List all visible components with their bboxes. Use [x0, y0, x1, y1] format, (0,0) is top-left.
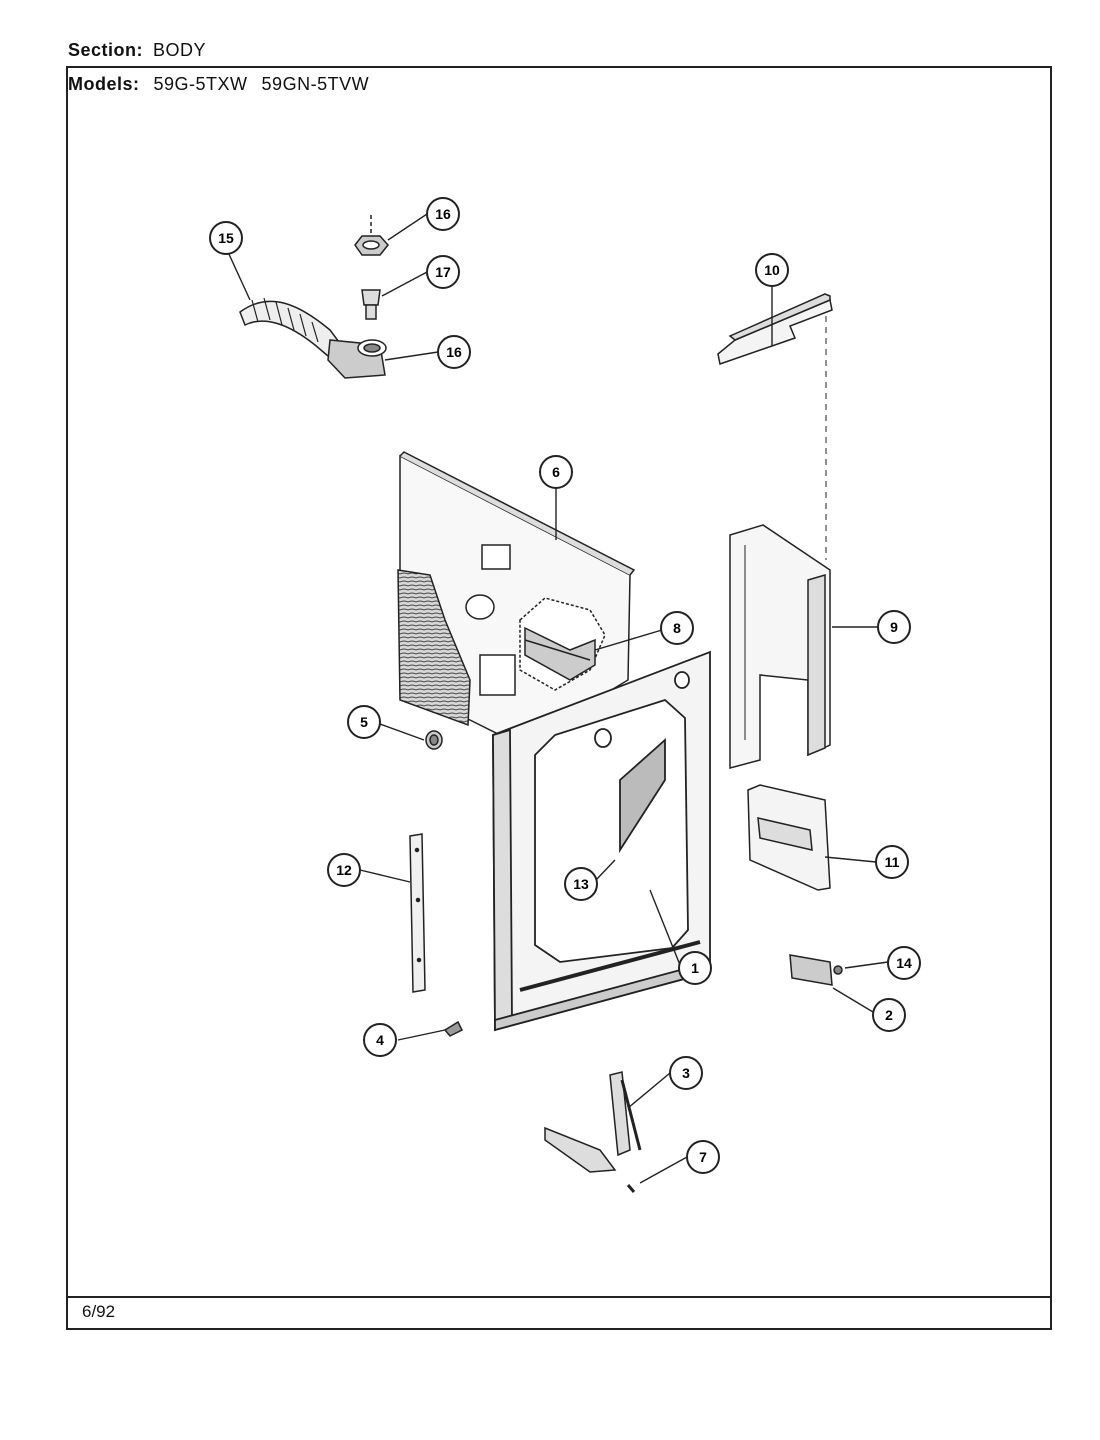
callout-number: 16	[446, 344, 462, 360]
revision-date: 6/92	[82, 1302, 116, 1321]
callout-number: 5	[360, 714, 368, 730]
callout: 15	[209, 221, 243, 255]
side-channel	[729, 524, 831, 769]
footer-divider	[66, 1296, 1052, 1298]
hose-nut-top	[354, 215, 389, 256]
callout: 16	[437, 335, 471, 369]
hinge-arm	[544, 1071, 642, 1193]
callout-number: 1	[691, 960, 699, 976]
panel-bracket	[524, 626, 596, 681]
callout: 4	[363, 1023, 397, 1057]
callout-number: 4	[376, 1032, 384, 1048]
model-number: 59G-5TXW	[153, 74, 248, 94]
diagram-frame	[66, 66, 1052, 1330]
callout-leaders	[227, 213, 889, 1184]
models-label: Models:	[68, 74, 140, 94]
callout-number: 6	[552, 464, 560, 480]
models-heading: Models: 59G-5TXW 59GN-5TVW	[68, 74, 369, 95]
callout-number: 15	[218, 230, 234, 246]
callout-number: 11	[885, 854, 900, 870]
callout-number: 10	[764, 262, 780, 278]
callout-number: 14	[896, 955, 912, 971]
callout: 7	[686, 1140, 720, 1174]
hose-fitting	[361, 289, 381, 320]
callout-number: 9	[890, 619, 898, 635]
screw	[443, 1020, 464, 1037]
section-label: Section:	[68, 40, 144, 60]
callout: 2	[872, 998, 906, 1032]
callout: 6	[539, 455, 573, 489]
terminal-block	[789, 954, 843, 986]
callout-number: 17	[435, 264, 451, 280]
callout: 3	[669, 1056, 703, 1090]
callout: 13	[564, 867, 598, 901]
callout: 8	[660, 611, 694, 645]
callout-number: 8	[673, 620, 681, 636]
side-strip	[409, 833, 426, 993]
drain-hose	[239, 297, 387, 379]
callout: 5	[347, 705, 381, 739]
top-channel	[717, 293, 833, 560]
access-panel	[747, 784, 831, 891]
callout: 14	[887, 946, 921, 980]
callout-number: 2	[885, 1007, 893, 1023]
callout: 1	[678, 951, 712, 985]
callout-number: 13	[573, 876, 589, 892]
callout-number: 7	[699, 1149, 707, 1165]
callout: 10	[755, 253, 789, 287]
callout: 17	[426, 255, 460, 289]
section-value: BODY	[153, 40, 207, 60]
callouts: 16 15 17 16 10 6 8 9 5 12 13 11 1 14 2 4…	[209, 197, 921, 1174]
callout-number: 12	[336, 862, 352, 878]
section-heading: Section: BODY	[68, 40, 206, 61]
callout: 9	[877, 610, 911, 644]
callout: 16	[426, 197, 460, 231]
hole-plug	[425, 730, 443, 750]
callout-number: 3	[682, 1065, 690, 1081]
callout-number: 16	[435, 206, 451, 222]
callout: 12	[327, 853, 361, 887]
model-number: 59GN-5TVW	[261, 74, 370, 94]
callout: 11	[875, 845, 909, 879]
